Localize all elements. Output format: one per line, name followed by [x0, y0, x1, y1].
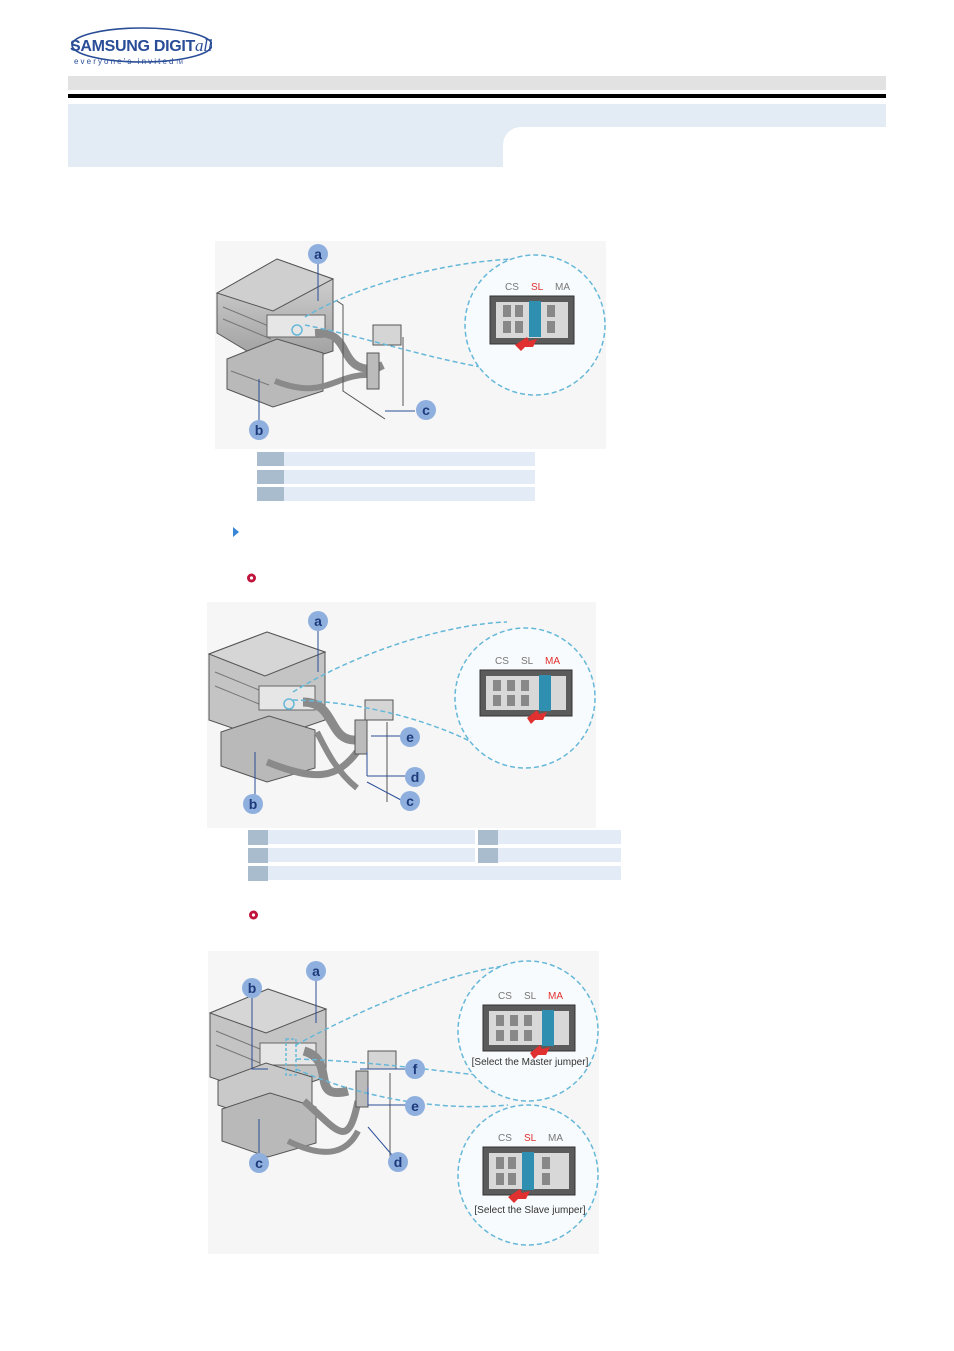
- callout-c: c: [255, 1155, 263, 1171]
- callout-a: a: [314, 613, 322, 629]
- legend-row: [248, 830, 475, 844]
- callout-d: d: [411, 769, 420, 785]
- callout-d: d: [394, 1154, 403, 1170]
- callout-f: f: [413, 1061, 418, 1077]
- legend-row: [257, 470, 535, 484]
- callout-a: a: [314, 246, 322, 262]
- legend-row: [257, 487, 535, 501]
- title-band: [68, 104, 886, 127]
- jumper-label-cs: CS: [498, 991, 512, 1002]
- jumper-label-ma: MA: [548, 1133, 563, 1144]
- samsung-logo: SAMSUNG DIGITall everyone's invitedTM: [70, 26, 215, 70]
- arrow-right-icon: [233, 527, 239, 537]
- figure-master-setup: CS SL MA a b c d e: [207, 602, 596, 828]
- jumper-label-sl: SL: [531, 282, 544, 293]
- logo-wordmark: SAMSUNG DIGITall: [70, 36, 213, 55]
- callout-b: b: [248, 980, 257, 996]
- jumper-label-ma: MA: [555, 282, 570, 293]
- callout-c: c: [422, 402, 430, 418]
- legend-row: [478, 848, 621, 862]
- figure-master-slave-setup: CS SL MA [Select the Master jumper] CS S…: [208, 951, 599, 1254]
- logo-tagline: everyone's invitedTM: [74, 57, 183, 66]
- legend-key: [248, 830, 268, 845]
- legend-key: [248, 848, 268, 863]
- drive-illustration-1: CS SL MA a b c: [215, 244, 606, 440]
- jumper-label-ma: MA: [548, 991, 563, 1002]
- jumper-label-cs: CS: [495, 656, 509, 667]
- header-rule: [68, 94, 886, 98]
- drive-illustration-3: CS SL MA [Select the Master jumper] CS S…: [208, 960, 599, 1246]
- caption-slave-jumper: [Select the Slave jumper]: [474, 1205, 585, 1216]
- callout-c: c: [406, 793, 414, 809]
- warning-note-icon: [247, 573, 256, 583]
- jumper-label-sl: SL: [521, 656, 534, 667]
- title-band-corner-cutout: [503, 127, 523, 147]
- caption-master-jumper: [Select the Master jumper]: [472, 1057, 589, 1068]
- legend-row: [248, 866, 621, 880]
- jumper-label-sl: SL: [524, 991, 537, 1002]
- legend-key: [248, 866, 268, 881]
- legend-row: [478, 830, 621, 844]
- callout-b: b: [249, 796, 258, 812]
- drive-illustration-2: CS SL MA a b c d e: [207, 611, 596, 814]
- callout-b: b: [255, 422, 264, 438]
- jumper-label-cs: CS: [498, 1133, 512, 1144]
- warning-note-icon: [249, 910, 258, 920]
- callout-a: a: [312, 963, 320, 979]
- legend-key: [257, 487, 284, 501]
- jumper-label-ma: MA: [545, 656, 560, 667]
- jumper-label-cs: CS: [505, 282, 519, 293]
- legend-key: [478, 830, 498, 845]
- legend-row: [257, 452, 535, 466]
- title-band-lower: [68, 127, 503, 167]
- callout-e: e: [411, 1098, 419, 1114]
- jumper-label-sl: SL: [524, 1133, 537, 1144]
- callout-e: e: [406, 729, 414, 745]
- figure-slave-setup: CS SL MA a b c: [215, 241, 606, 449]
- legend-key: [478, 848, 498, 863]
- header-gray-bar: [68, 76, 886, 90]
- legend-key: [257, 470, 284, 484]
- logo-swoosh-icon: [71, 27, 212, 63]
- legend-key: [257, 452, 284, 466]
- legend-row: [248, 848, 475, 862]
